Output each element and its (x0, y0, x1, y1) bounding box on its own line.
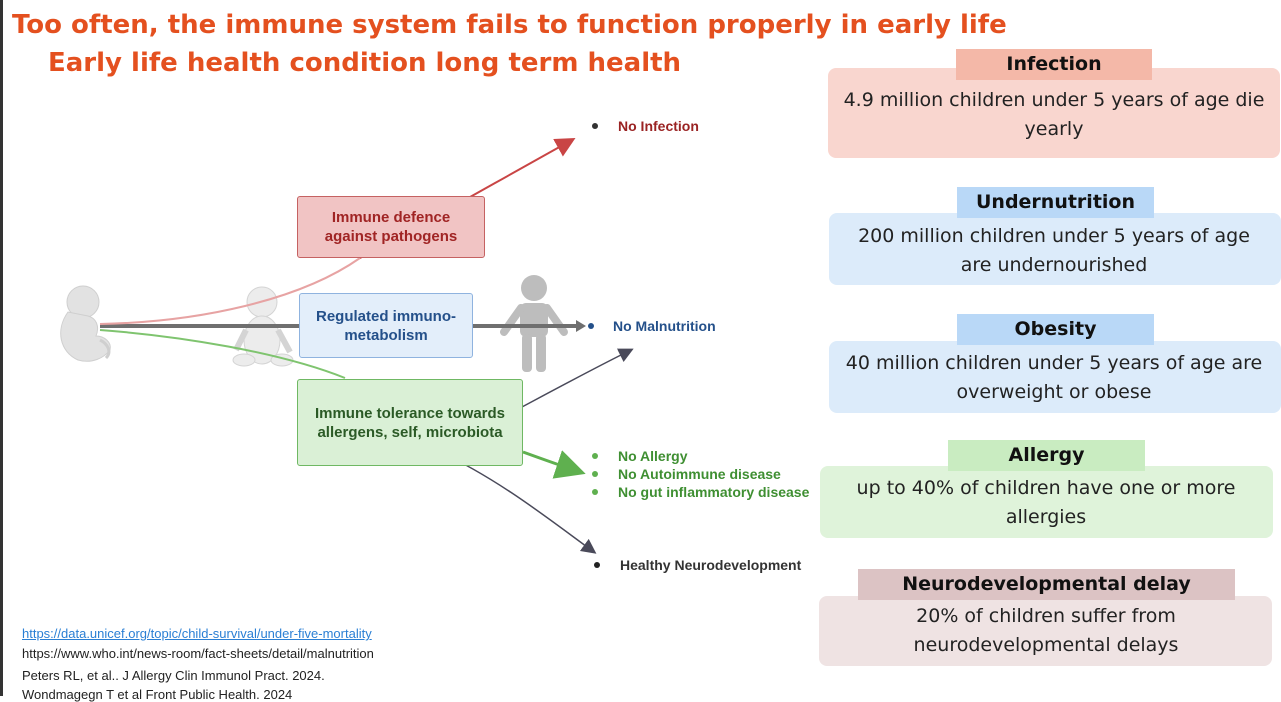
slide-subtitle: Early life health condition long term he… (48, 48, 682, 78)
outcome-no-autoimmune: No Autoimmune disease (618, 466, 781, 482)
allergy-card-title: Allergy (948, 440, 1145, 471)
outcome-no-infection: No Infection (618, 118, 699, 134)
left-edge-rule (0, 0, 3, 696)
outcome-no-gut-disease: No gut inflammatory disease (618, 484, 810, 500)
bullet (594, 562, 600, 568)
allergy-arrow (522, 450, 586, 479)
bullet (592, 489, 598, 495)
neurodevelopmental-card-text: 20% of children suffer from neurodevelop… (913, 605, 1179, 656)
outcome-no-allergy: No Allergy (618, 448, 688, 464)
neurodevelopmental-card (819, 596, 1272, 666)
allergy-card-text: up to 40% of children have one or more a… (856, 477, 1236, 528)
immuno-metabolism-box: Regulated immuno-metabolism (299, 293, 473, 358)
infection-card-title: Infection (956, 49, 1152, 80)
fetus-icon (60, 285, 111, 362)
obesity-card-title: Obesity (957, 314, 1154, 345)
infection-card-text: 4.9 million children under 5 years of ag… (843, 89, 1265, 140)
outcome-healthy-neurodevelopment: Healthy Neurodevelopment (620, 557, 802, 573)
neurodevelopmental-card-title: Neurodevelopmental delay (858, 569, 1235, 600)
undernutrition-card (829, 213, 1281, 285)
infection-card (828, 68, 1280, 158)
reference-link-unicef[interactable]: https://data.unicef.org/topic/child-surv… (22, 626, 372, 641)
bullet (592, 471, 598, 477)
outcome-no-malnutrition: No Malnutrition (613, 318, 716, 334)
undernutrition-card-text: 200 million children under 5 years of ag… (858, 225, 1250, 276)
bullet (592, 453, 598, 459)
slide-title: Too often, the immune system fails to fu… (12, 10, 1007, 40)
reference-who: https://www.who.int/news-room/fact-sheet… (22, 646, 374, 661)
undernutrition-card-title: Undernutrition (957, 187, 1154, 218)
reference-wondmagegn: Wondmagegn T et al Front Public Health. … (22, 687, 293, 702)
allergy-card (820, 466, 1273, 538)
immune-defence-box: Immune defence against pathogens (297, 196, 485, 258)
bullet (588, 323, 594, 329)
bullet (592, 123, 598, 129)
immune-tolerance-box: Immune tolerance towards allergens, self… (297, 379, 523, 466)
obesity-card (829, 341, 1281, 413)
reference-peters: Peters RL, et al.. J Allergy Clin Immuno… (22, 668, 325, 683)
child-icon (500, 275, 568, 372)
neuro-arrow (439, 451, 597, 554)
obesity-card-text: 40 million children under 5 years of age… (845, 352, 1263, 403)
